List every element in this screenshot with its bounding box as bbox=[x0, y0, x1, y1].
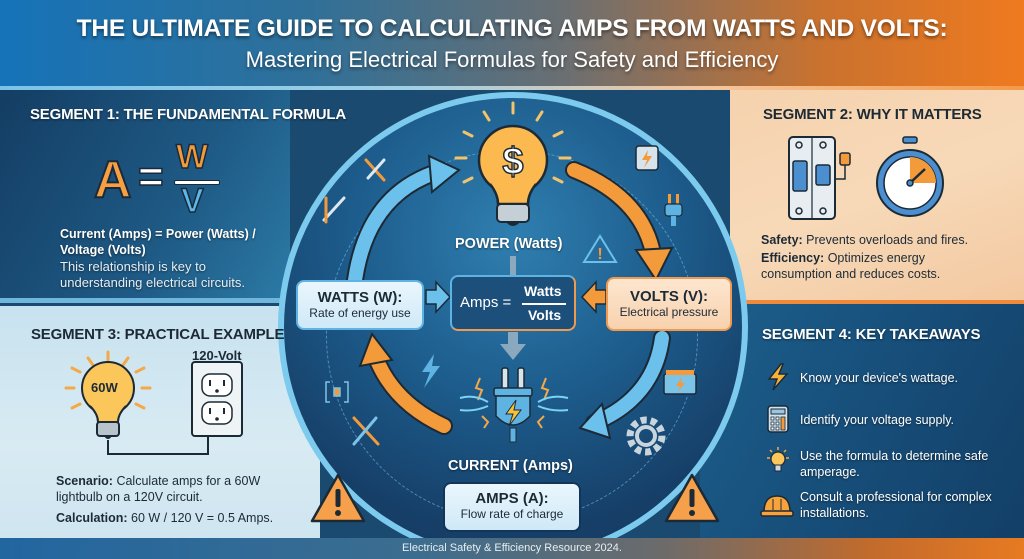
outlet-label: 120-Volt bbox=[192, 348, 242, 363]
center-formula-bar bbox=[522, 303, 566, 305]
takeaway-item-1: Know your device's wattage. bbox=[800, 371, 959, 385]
current-plug-icon bbox=[459, 367, 569, 443]
warning-icon-left bbox=[310, 473, 366, 523]
calculator-icon bbox=[767, 405, 789, 433]
segment-1-divider bbox=[0, 298, 290, 303]
bulb-wattage-label: 60W bbox=[91, 380, 118, 395]
formula-fraction-bar bbox=[174, 180, 220, 185]
formula-amps-symbol: A bbox=[93, 150, 133, 210]
center-formula-left: Amps = bbox=[460, 294, 512, 311]
efficiency-text: Efficiency: Optimizes energy consumption… bbox=[761, 250, 991, 282]
svg-text:$: $ bbox=[502, 141, 523, 183]
power-label: POWER (Watts) bbox=[455, 236, 563, 252]
volts-box: VOLTS (V): Electrical pressure bbox=[606, 277, 732, 331]
safety-description: Prevents overloads and fires. bbox=[806, 233, 969, 247]
calculation-result: 60 W / 120 V = 0.5 Amps. bbox=[131, 511, 274, 525]
header-divider bbox=[0, 86, 1024, 90]
center-formula-numerator: Watts bbox=[524, 283, 562, 299]
safety-label: Safety: bbox=[761, 233, 803, 247]
fuse-icon bbox=[325, 381, 349, 403]
warning-icon-small bbox=[582, 234, 618, 263]
segment-4-title: SEGMENT 4: KEY TAKEAWAYS bbox=[762, 326, 981, 343]
calculation-label: Calculation: bbox=[56, 511, 128, 525]
scenario-text: Scenario: Calculate amps for a 60W light… bbox=[56, 473, 296, 505]
segment-2-panel bbox=[730, 90, 1024, 302]
segment-1-panel bbox=[0, 90, 290, 300]
footer-text: Electrical Safety & Efficiency Resource … bbox=[402, 542, 622, 554]
plug-icon bbox=[664, 194, 683, 226]
power-lightbulb-icon: $ bbox=[454, 101, 572, 226]
why-it-matters-icons bbox=[788, 136, 944, 220]
orange-arrow-up bbox=[369, 351, 451, 433]
stopwatch-icon bbox=[876, 136, 944, 217]
volts-box-title: VOLTS (V): bbox=[629, 288, 709, 305]
orange-arrow-down bbox=[567, 163, 661, 265]
amps-box-title: AMPS (A): bbox=[475, 490, 549, 507]
segment-1-title: SEGMENT 1: THE FUNDAMENTAL FORMULA bbox=[30, 106, 346, 123]
efficiency-description: Optimizes energy consumption and reduces… bbox=[761, 251, 941, 281]
calculation-text: Calculation: 60 W / 120 V = 0.5 Amps. bbox=[56, 510, 316, 526]
efficiency-label: Efficiency: bbox=[761, 251, 825, 265]
footer: Electrical Safety & Efficiency Resource … bbox=[0, 538, 1024, 559]
takeaway-item-4: Consult a professional for complex insta… bbox=[800, 490, 992, 520]
amps-box: AMPS (A): Flow rate of charge bbox=[443, 482, 581, 532]
center-formula-box: Amps = Watts Volts bbox=[450, 275, 576, 331]
watts-box-subtitle: Rate of energy use bbox=[309, 306, 411, 320]
watts-box-title: WATTS (W): bbox=[317, 289, 403, 306]
tools-icon bbox=[364, 158, 386, 182]
blue-arrow-up bbox=[347, 166, 441, 295]
battery-icon bbox=[663, 370, 697, 395]
lightning-bolt-icon bbox=[422, 354, 440, 388]
formula-equals-symbol: = bbox=[137, 151, 164, 202]
formula-note: This relationship is key to understandin… bbox=[60, 259, 245, 290]
amps-box-subtitle: Flow rate of charge bbox=[460, 507, 564, 521]
formula-volts-symbol: V bbox=[180, 181, 204, 221]
repair-tools-icon bbox=[352, 416, 380, 446]
segment-3-title: SEGMENT 3: PRACTICAL EXAMPLE bbox=[31, 326, 285, 343]
volts-box-subtitle: Electrical pressure bbox=[619, 305, 719, 319]
page-title: THE ULTIMATE GUIDE TO CALCULATING AMPS F… bbox=[76, 15, 948, 42]
formula-definition: Current (Amps) = Power (Watts) / Voltage… bbox=[60, 227, 256, 257]
hard-hat-icon bbox=[760, 495, 794, 517]
takeaway-item-2: Identify your voltage supply. bbox=[800, 413, 955, 427]
center-formula-denominator: Volts bbox=[528, 307, 562, 323]
watts-box: WATTS (W): Rate of energy use bbox=[296, 280, 424, 330]
current-label: CURRENT (Amps) bbox=[448, 458, 573, 474]
scenario-label: Scenario: bbox=[56, 474, 113, 488]
circuit-breaker-icon bbox=[788, 136, 851, 220]
cycle-arrows: $ ! bbox=[322, 101, 697, 456]
takeaway-item-3: Use the formula to determine safe ampera… bbox=[800, 449, 989, 479]
page-subtitle: Mastering Electrical Formulas for Safety… bbox=[245, 47, 779, 72]
header-banner: THE ULTIMATE GUIDE TO CALCULATING AMPS F… bbox=[0, 0, 1024, 88]
gear-icon bbox=[626, 416, 666, 456]
wrench-screwdriver-icon bbox=[322, 196, 346, 224]
lightning-icon bbox=[767, 363, 789, 391]
electrical-panel-icon bbox=[635, 145, 659, 171]
segment-2-divider bbox=[730, 300, 1024, 304]
safety-text: Safety: Prevents overloads and fires. bbox=[761, 232, 1001, 248]
warning-icon-right bbox=[664, 473, 720, 523]
formula-watts-symbol: W bbox=[175, 137, 209, 177]
scenario-description: Calculate amps for a 60W lightbulb on a … bbox=[56, 474, 261, 504]
segment-3-panel bbox=[0, 306, 320, 538]
lightbulb-icon bbox=[767, 447, 789, 472]
svg-text:!: ! bbox=[597, 246, 602, 263]
segment-2-title: SEGMENT 2: WHY IT MATTERS bbox=[763, 106, 982, 123]
segment-4-panel bbox=[700, 304, 1024, 538]
lightbulb-outlet-illustration bbox=[64, 350, 243, 455]
